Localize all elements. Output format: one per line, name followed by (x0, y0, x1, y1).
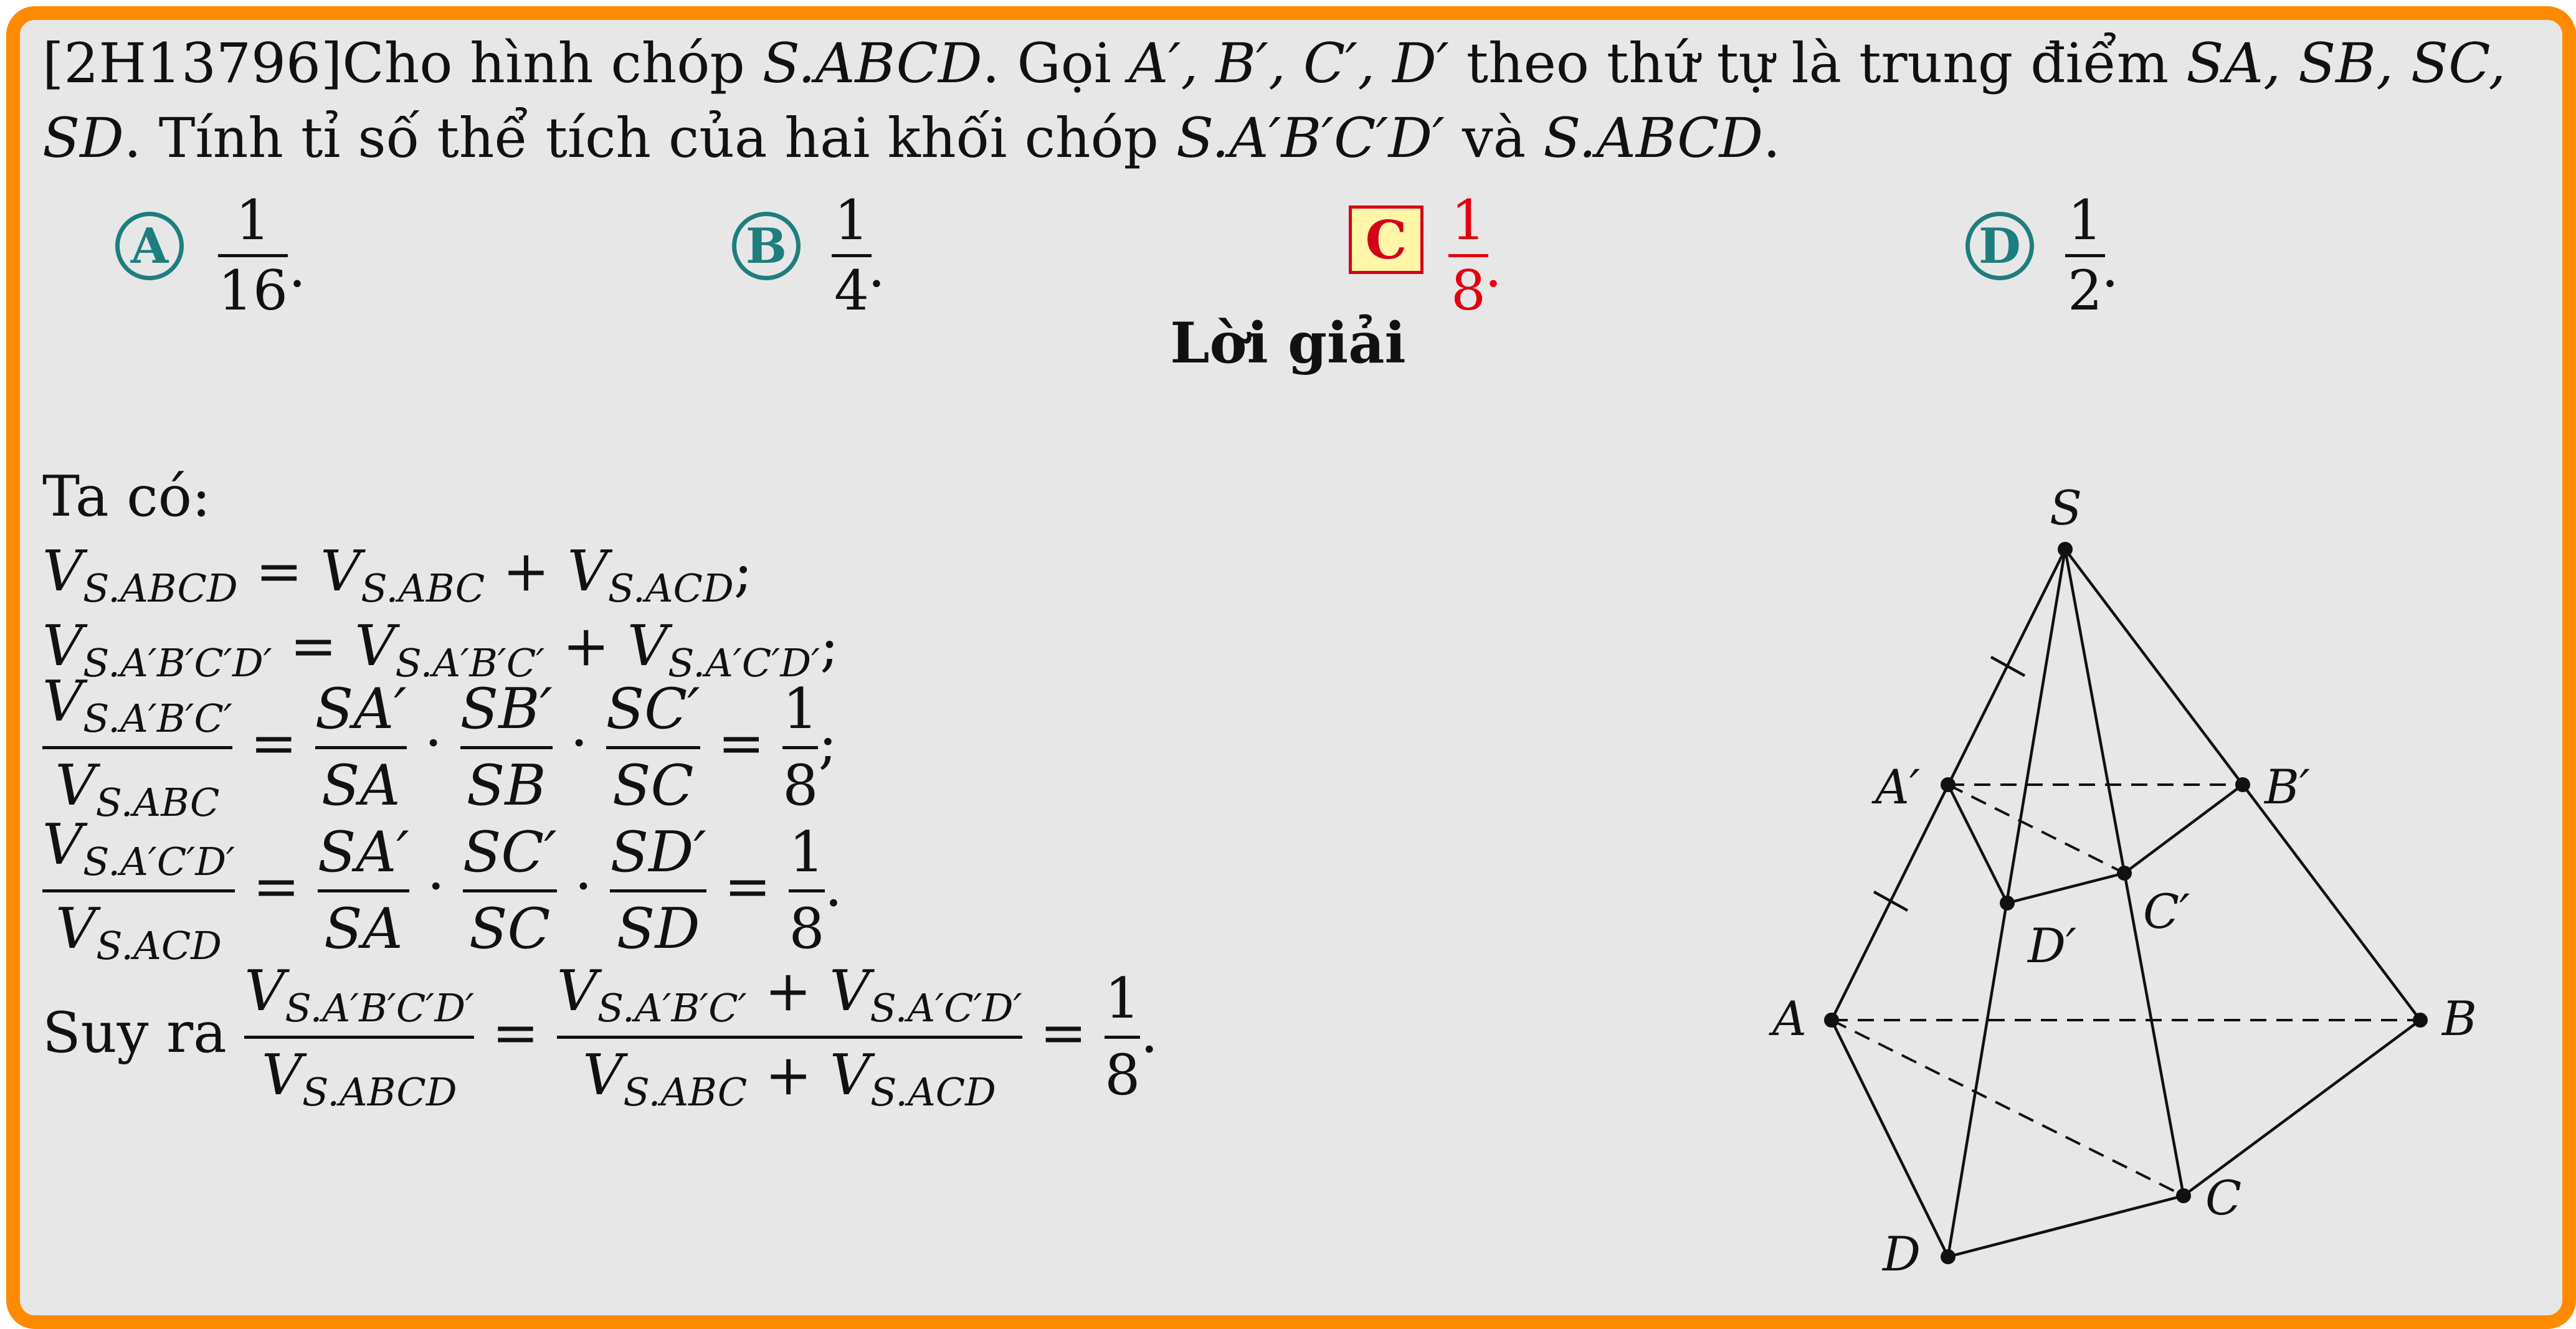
choice-period: . (868, 235, 885, 300)
choice-period: . (2101, 235, 2119, 300)
edge-dc (1947, 1194, 2184, 1259)
problem-text: theo thứ tự là trung điểm (1448, 31, 2187, 95)
fraction-bar (832, 254, 872, 257)
problem-text: và (1445, 106, 1544, 170)
solution-conclusion: Suy ra VS.A′B′C′D′VS.ABCD = VS.A′B′C′ + … (42, 958, 1159, 1115)
choice-fraction: 1 8 (1448, 193, 1488, 318)
solution-eq-3: VS.A′B′C′VS.ABC = SA′SA · SB′SB · SC′SC … (42, 669, 837, 826)
fraction-numerator: 1 (2068, 188, 2103, 252)
fraction-bar (2065, 254, 2105, 257)
problem-text: . Gọi (982, 31, 1129, 95)
point-d (1941, 1249, 1956, 1264)
conclusion-label: Suy ra (42, 1000, 227, 1066)
solution-eq-4: VS.A′C′D′VS.ACD = SA′SA · SC′SC · SD′SD … (42, 812, 843, 969)
solution-intro: Ta có: (42, 464, 211, 529)
edge-name: SD (42, 106, 124, 170)
label-c: C (2205, 1170, 2241, 1226)
tick-mark (1990, 656, 2026, 677)
solution-eq-2: VS.A′B′C′D′ = VS.A′B′C′ + VS.A′C′D′; (42, 613, 839, 686)
point-b (2413, 1013, 2428, 1028)
fraction-denominator: 16 (218, 258, 288, 323)
label-b: B (2441, 991, 2477, 1046)
label-b1: B′ (2263, 759, 2310, 815)
label-c1: C′ (2143, 884, 2190, 939)
edge-cb (2182, 1019, 2422, 1197)
fraction-denominator: 8 (1451, 258, 1486, 323)
label-a1: A′ (1871, 759, 1920, 815)
question-card (6, 6, 2576, 1329)
label-a: A (1769, 991, 1807, 1046)
edge-d1c1 (2007, 871, 2125, 905)
fraction-bar (218, 254, 288, 257)
problem-line-2: SD. Tính tỉ số thể tích của hai khối chó… (42, 111, 1780, 166)
choice-period: . (288, 235, 306, 300)
point-b1 (2235, 777, 2250, 792)
fraction-denominator: 4 (834, 258, 869, 323)
fraction-numerator: 1 (235, 188, 270, 252)
fraction-bar (1448, 254, 1488, 257)
choice-letter: A (115, 212, 184, 280)
midpoint-names: A′, B′, C′, D′ (1128, 31, 1449, 95)
choice-fraction: 1 2 (2065, 193, 2105, 318)
choice-fraction: 1 4 (832, 193, 872, 318)
problem-text: Cho hình chóp (342, 31, 763, 95)
tick-mark (1873, 891, 1909, 912)
fraction-denominator: 2 (2068, 258, 2103, 323)
label-d1: D′ (2027, 918, 2076, 973)
edge-a1d1 (1946, 783, 2009, 904)
fraction-numerator: 1 (1451, 188, 1486, 252)
label-s: S (2050, 480, 2082, 536)
point-a1 (1941, 777, 1956, 792)
point-c1 (2117, 866, 2132, 881)
big-pyramid-name: S.ABCD (1543, 106, 1763, 170)
small-pyramid-name: S.A′B′C′D′ (1176, 106, 1445, 170)
point-s (2058, 542, 2073, 557)
point-c (2176, 1188, 2191, 1203)
point-a (1824, 1013, 1839, 1028)
choice-letter: D (1965, 212, 2034, 280)
problem-code: [2H13796] (42, 31, 343, 95)
hidden-edge-a1c1 (1947, 783, 2125, 874)
edge-c1b1 (2123, 783, 2244, 874)
choice-fraction: 1 16 (218, 193, 288, 318)
choice-period: . (1485, 235, 1502, 300)
problem-text: . (1763, 106, 1780, 170)
point-d1 (2000, 896, 2015, 910)
hidden-edge-ac (1831, 1019, 2184, 1197)
edge-names: SA, SB, SC, (2186, 31, 2506, 95)
problem-line-1: [2H13796]Cho hình chóp S.ABCD. Gọi A′, B… (42, 36, 2506, 91)
solution-heading: Lời giải (1170, 310, 1406, 376)
solution-eq-1: VS.ABCD = VS.ABC + VS.ACD; (42, 539, 753, 611)
choice-letter-highlighted: C (1349, 206, 1423, 274)
label-d: D (1881, 1226, 1921, 1282)
choice-letter: B (732, 212, 801, 280)
fraction-numerator: 1 (834, 188, 869, 252)
edge-ad (1830, 1019, 1950, 1257)
problem-text: . Tính tỉ số thể tích của hai khối chóp (123, 106, 1176, 170)
pyramid-name: S.ABCD (762, 31, 982, 95)
